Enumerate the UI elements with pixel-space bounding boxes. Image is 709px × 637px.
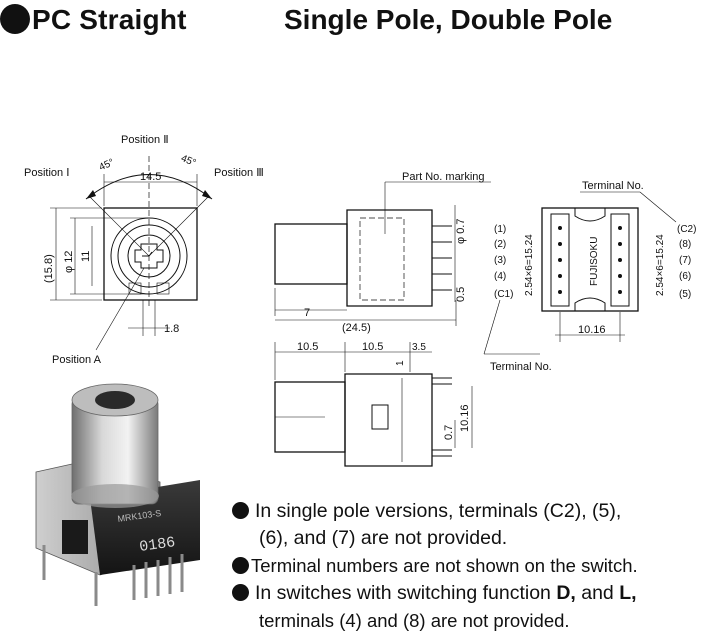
note-2: Terminal numbers are not shown on the sw… xyxy=(232,552,707,580)
position-a-leader xyxy=(95,267,145,351)
front-body-outline xyxy=(103,207,198,301)
pitch-right: 2.54×6=15.24 xyxy=(655,234,666,296)
terminal-bottom-leader xyxy=(483,299,501,355)
dim-7: 7 xyxy=(304,307,310,319)
knob-slot xyxy=(134,243,164,269)
page-title: PC Straight xyxy=(32,4,187,35)
photo-marking-code: 0186 xyxy=(138,534,176,556)
position-arc xyxy=(85,174,213,200)
terminal-view xyxy=(483,191,677,355)
side-body xyxy=(346,209,433,307)
terminal-label-right: (C2) xyxy=(677,224,696,235)
terminal-pins-right xyxy=(618,226,622,294)
brand-marking: FUJISOKU xyxy=(589,237,600,286)
note-1-line-2: (6), and (7) are not provided. xyxy=(259,527,508,549)
note-3: In switches with switching function D, a… xyxy=(232,580,707,634)
dim-0-7: 0.7 xyxy=(443,425,455,440)
angle-line-right xyxy=(148,195,210,257)
dim-diameter: φ 12 xyxy=(63,251,75,273)
terminal-body xyxy=(541,207,639,312)
dim-10-5-a: 10.5 xyxy=(297,341,318,353)
bottom-pins xyxy=(432,377,452,457)
bottom-view xyxy=(274,342,473,467)
note-1-line-1: In single pole versions, terminals (C2),… xyxy=(255,500,622,522)
dim-3-5: 3.5 xyxy=(412,342,426,353)
dim-10-5-b: 10.5 xyxy=(362,341,383,353)
angle-line-left xyxy=(88,195,150,257)
terminal-label-left: (4) xyxy=(494,271,506,282)
title-bullet-icon xyxy=(0,4,30,34)
terminal-label-left: (3) xyxy=(494,255,506,266)
terminal-label-right: (5) xyxy=(679,289,691,300)
terminal-label-left: (C1) xyxy=(494,289,513,300)
note-3-l: L, xyxy=(619,582,637,604)
label-angle-right: 45° xyxy=(179,153,197,169)
note-3-d: D, xyxy=(556,582,576,604)
bottom-body xyxy=(344,373,433,467)
bullet-icon xyxy=(232,557,249,574)
dim-24-5: (24.5) xyxy=(342,322,371,334)
terminal-notch-bottom xyxy=(574,297,606,311)
dim-11: 11 xyxy=(80,251,92,262)
label-angle-left: 45° xyxy=(98,157,116,173)
note-3-line-2: terminals (4) and (8) are not provided. xyxy=(259,610,570,631)
terminal-column-right xyxy=(610,213,630,307)
terminal-label-right: (8) xyxy=(679,239,691,250)
front-tab-right xyxy=(156,282,170,295)
dim-height: (15.8) xyxy=(43,254,55,283)
notes-list: In single pole versions, terminals (C2),… xyxy=(232,498,707,634)
terminal-labels-right: (C2) (8) (7) (6) (5) xyxy=(677,224,696,300)
terminal-notch-top xyxy=(574,208,606,222)
terminal-pins-left xyxy=(558,226,562,294)
front-view xyxy=(50,156,213,351)
note-3-and: and xyxy=(575,582,620,604)
switch-photo xyxy=(35,383,200,606)
side-view xyxy=(274,181,491,326)
label-position-1: Position Ⅰ xyxy=(24,167,69,179)
arc-arrow-right xyxy=(202,190,212,199)
terminal-top-leader xyxy=(639,191,677,223)
dim-0-5: 0.5 xyxy=(455,287,467,302)
label-terminal-no-bottom: Terminal No. xyxy=(490,361,552,373)
label-terminal-no-top: Terminal No. xyxy=(582,180,644,192)
part-no-marking-area xyxy=(359,217,405,301)
dim-1: 1 xyxy=(395,360,406,366)
label-part-no-marking: Part No. marking xyxy=(402,171,485,183)
bullet-icon xyxy=(232,584,249,601)
note-2-text: Terminal numbers are not shown on the sw… xyxy=(251,555,638,576)
page-subtitle: Single Pole, Double Pole xyxy=(284,4,613,35)
terminal-label-right: (6) xyxy=(679,271,691,282)
dim-width: 14.5 xyxy=(140,171,161,183)
bullet-icon xyxy=(232,502,249,519)
terminal-labels-left: (1) (2) (3) (4) (C1) xyxy=(494,224,513,300)
dim-phi-0-7: φ 0.7 xyxy=(455,219,467,244)
terminal-label-left: (2) xyxy=(494,239,506,250)
dim-10-16-terminal: 10.16 xyxy=(578,324,606,336)
pitch-left: 2.54×6=15.24 xyxy=(524,234,535,296)
terminal-label-right: (7) xyxy=(679,255,691,266)
label-position-a: Position A xyxy=(52,354,102,366)
label-position-3: Position Ⅲ xyxy=(214,167,264,179)
label-position-2: Position Ⅱ xyxy=(121,134,169,146)
note-1: In single pole versions, terminals (C2),… xyxy=(232,498,707,552)
note-3-pre: In switches with switching function xyxy=(255,582,557,604)
side-shaft xyxy=(274,223,348,285)
dim-1-8: 1.8 xyxy=(164,323,179,335)
arc-arrow-left xyxy=(86,190,96,199)
terminal-label-left: (1) xyxy=(494,224,506,235)
dim-10-16-bottom: 10.16 xyxy=(459,404,471,432)
side-pins xyxy=(432,225,452,291)
bottom-window xyxy=(371,404,389,430)
terminal-column-left xyxy=(550,213,570,307)
